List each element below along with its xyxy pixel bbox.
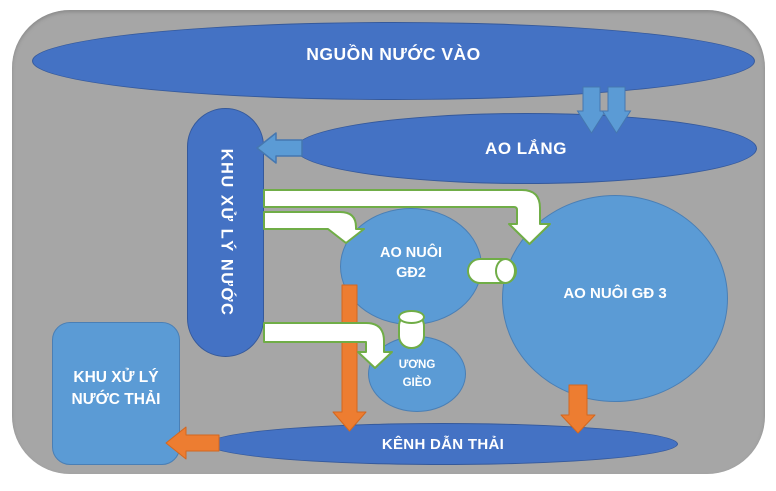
node-nursery-pond-label: ƯƠNG GIÈO bbox=[399, 356, 436, 392]
wastewater-label-line1: KHU XỬ LÝ bbox=[73, 368, 159, 386]
node-water-source: NGUỒN NƯỚC VÀO bbox=[32, 22, 755, 100]
node-grow-pond-stage2: AO NUÔI GĐ2 bbox=[340, 208, 482, 325]
nursery-label-line1: ƯƠNG bbox=[398, 359, 436, 371]
node-grow-pond-stage3: AO NUÔI GĐ 3 bbox=[502, 195, 728, 402]
stage2-label-line1: AO NUÔI bbox=[379, 244, 443, 261]
node-drain-canal-label: KÊNH DẪN THẢI bbox=[381, 435, 505, 453]
wastewater-label-line2: NƯỚC THẢI bbox=[71, 390, 161, 408]
node-wastewater-treatment-area: KHU XỬ LÝ NƯỚC THẢI bbox=[52, 322, 180, 465]
node-water-treatment-label: KHU XỬ LÝ NƯỚC bbox=[217, 148, 235, 317]
node-grow-pond-stage3-label: AO NUÔI GĐ 3 bbox=[563, 285, 667, 302]
node-water-treatment-area: KHU XỬ LÝ NƯỚC bbox=[187, 108, 264, 357]
nursery-label-line2: GIÈO bbox=[402, 377, 432, 389]
stage2-nursery-pipe-cap bbox=[398, 310, 425, 324]
node-settling-pond-label: AO LẮNG bbox=[485, 138, 567, 158]
node-wastewater-treatment-label: KHU XỬ LÝ NƯỚC THẢI bbox=[72, 367, 161, 411]
node-drain-canal: KÊNH DẪN THẢI bbox=[208, 423, 678, 465]
node-grow-pond-stage2-label: AO NUÔI GĐ2 bbox=[380, 243, 442, 283]
stage2-stage3-pipe-cap bbox=[495, 258, 516, 284]
stage2-label-line2: GĐ2 bbox=[396, 264, 426, 281]
node-settling-pond: AO LẮNG bbox=[295, 113, 757, 184]
node-water-source-label: NGUỒN NƯỚC VÀO bbox=[306, 43, 481, 64]
